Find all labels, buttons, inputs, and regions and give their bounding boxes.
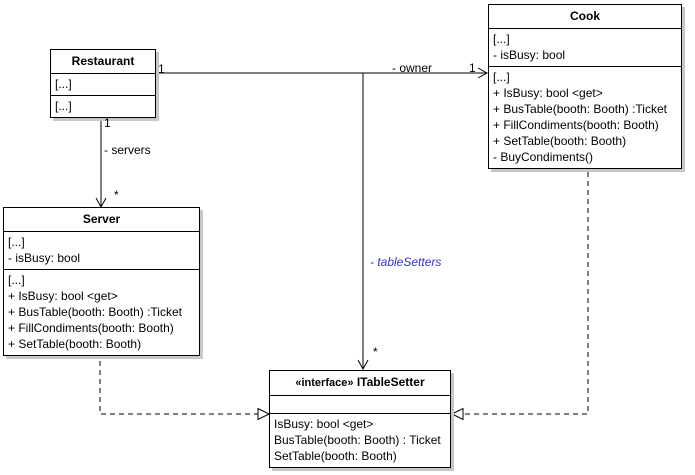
attributes-compartment-server: [...] - isBusy: bool — [4, 232, 199, 270]
operation-line: + BusTable(booth: Booth) :Ticket — [8, 305, 182, 319]
interface-name-label: ITableSetter — [356, 375, 425, 389]
attributes-compartment-itablesetter — [270, 396, 450, 414]
operation-line: + IsBusy: bool <get> — [493, 86, 603, 100]
class-box-cook[interactable]: Cook [...] - isBusy: bool [...] + IsBusy… — [488, 4, 682, 169]
operation-line: [...] — [8, 273, 25, 287]
operation-line: + IsBusy: bool <get> — [8, 289, 118, 303]
multiplicity-restaurant-cook-target: 1 — [469, 61, 476, 75]
multiplicity-restaurant-server-target: * — [114, 188, 119, 202]
role-label-servers: - servers — [104, 143, 151, 157]
operations-compartment-restaurant: [...] — [51, 96, 155, 117]
operation-line: SetTable(booth: Booth) — [274, 449, 397, 463]
multiplicity-restaurant-server-source: 1 — [104, 116, 111, 130]
operation-line: [...] — [493, 70, 510, 84]
class-box-server[interactable]: Server [...] - isBusy: bool [...] + IsBu… — [3, 207, 200, 356]
operation-line: IsBusy: bool <get> — [274, 417, 374, 431]
operation-line: + FillCondiments(booth: Booth) — [8, 321, 174, 335]
multiplicity-restaurant-cook-source: 1 — [158, 62, 165, 76]
stereotype-label: «interface» — [295, 377, 354, 389]
class-title-itablesetter: «interface» ITableSetter — [270, 371, 450, 396]
operation-line: + SetTable(booth: Booth) — [8, 337, 142, 351]
class-title-restaurant: Restaurant — [51, 50, 155, 74]
operation-line: + BusTable(booth: Booth) :Ticket — [493, 102, 667, 116]
operation-line: - BuyCondiments() — [493, 150, 594, 164]
attribute-line: [...] — [55, 77, 72, 91]
operation-line: BusTable(booth: Booth) : Ticket — [274, 433, 441, 447]
operations-compartment-cook: [...] + IsBusy: bool <get> + BusTable(bo… — [489, 67, 681, 168]
operations-compartment-itablesetter: IsBusy: bool <get> BusTable(booth: Booth… — [270, 414, 450, 467]
class-box-restaurant[interactable]: Restaurant [...] [...] — [50, 49, 156, 118]
operation-line: + FillCondiments(booth: Booth) — [493, 118, 659, 132]
class-box-itablesetter[interactable]: «interface» ITableSetter IsBusy: bool <g… — [269, 370, 451, 468]
edge-server-itablesetter — [99, 352, 269, 414]
operations-compartment-server: [...] + IsBusy: bool <get> + BusTable(bo… — [4, 270, 199, 355]
class-title-cook: Cook — [489, 5, 681, 29]
edge-cook-itablesetter — [452, 163, 589, 414]
attributes-compartment-restaurant: [...] — [51, 74, 155, 96]
attribute-line: [...] — [8, 235, 25, 249]
role-label-owner: - owner — [392, 61, 433, 75]
role-label-tablesetters[interactable]: - tableSetters — [370, 255, 442, 269]
attributes-compartment-cook: [...] - isBusy: bool — [489, 29, 681, 67]
class-title-server: Server — [4, 208, 199, 232]
attribute-line: - isBusy: bool — [8, 251, 81, 265]
operation-line: [...] — [55, 99, 72, 113]
attribute-line: - isBusy: bool — [493, 48, 566, 62]
operation-line: + SetTable(booth: Booth) — [493, 134, 627, 148]
multiplicity-restaurant-itablesetter-target: * — [373, 345, 378, 359]
attribute-line: [...] — [493, 32, 510, 46]
